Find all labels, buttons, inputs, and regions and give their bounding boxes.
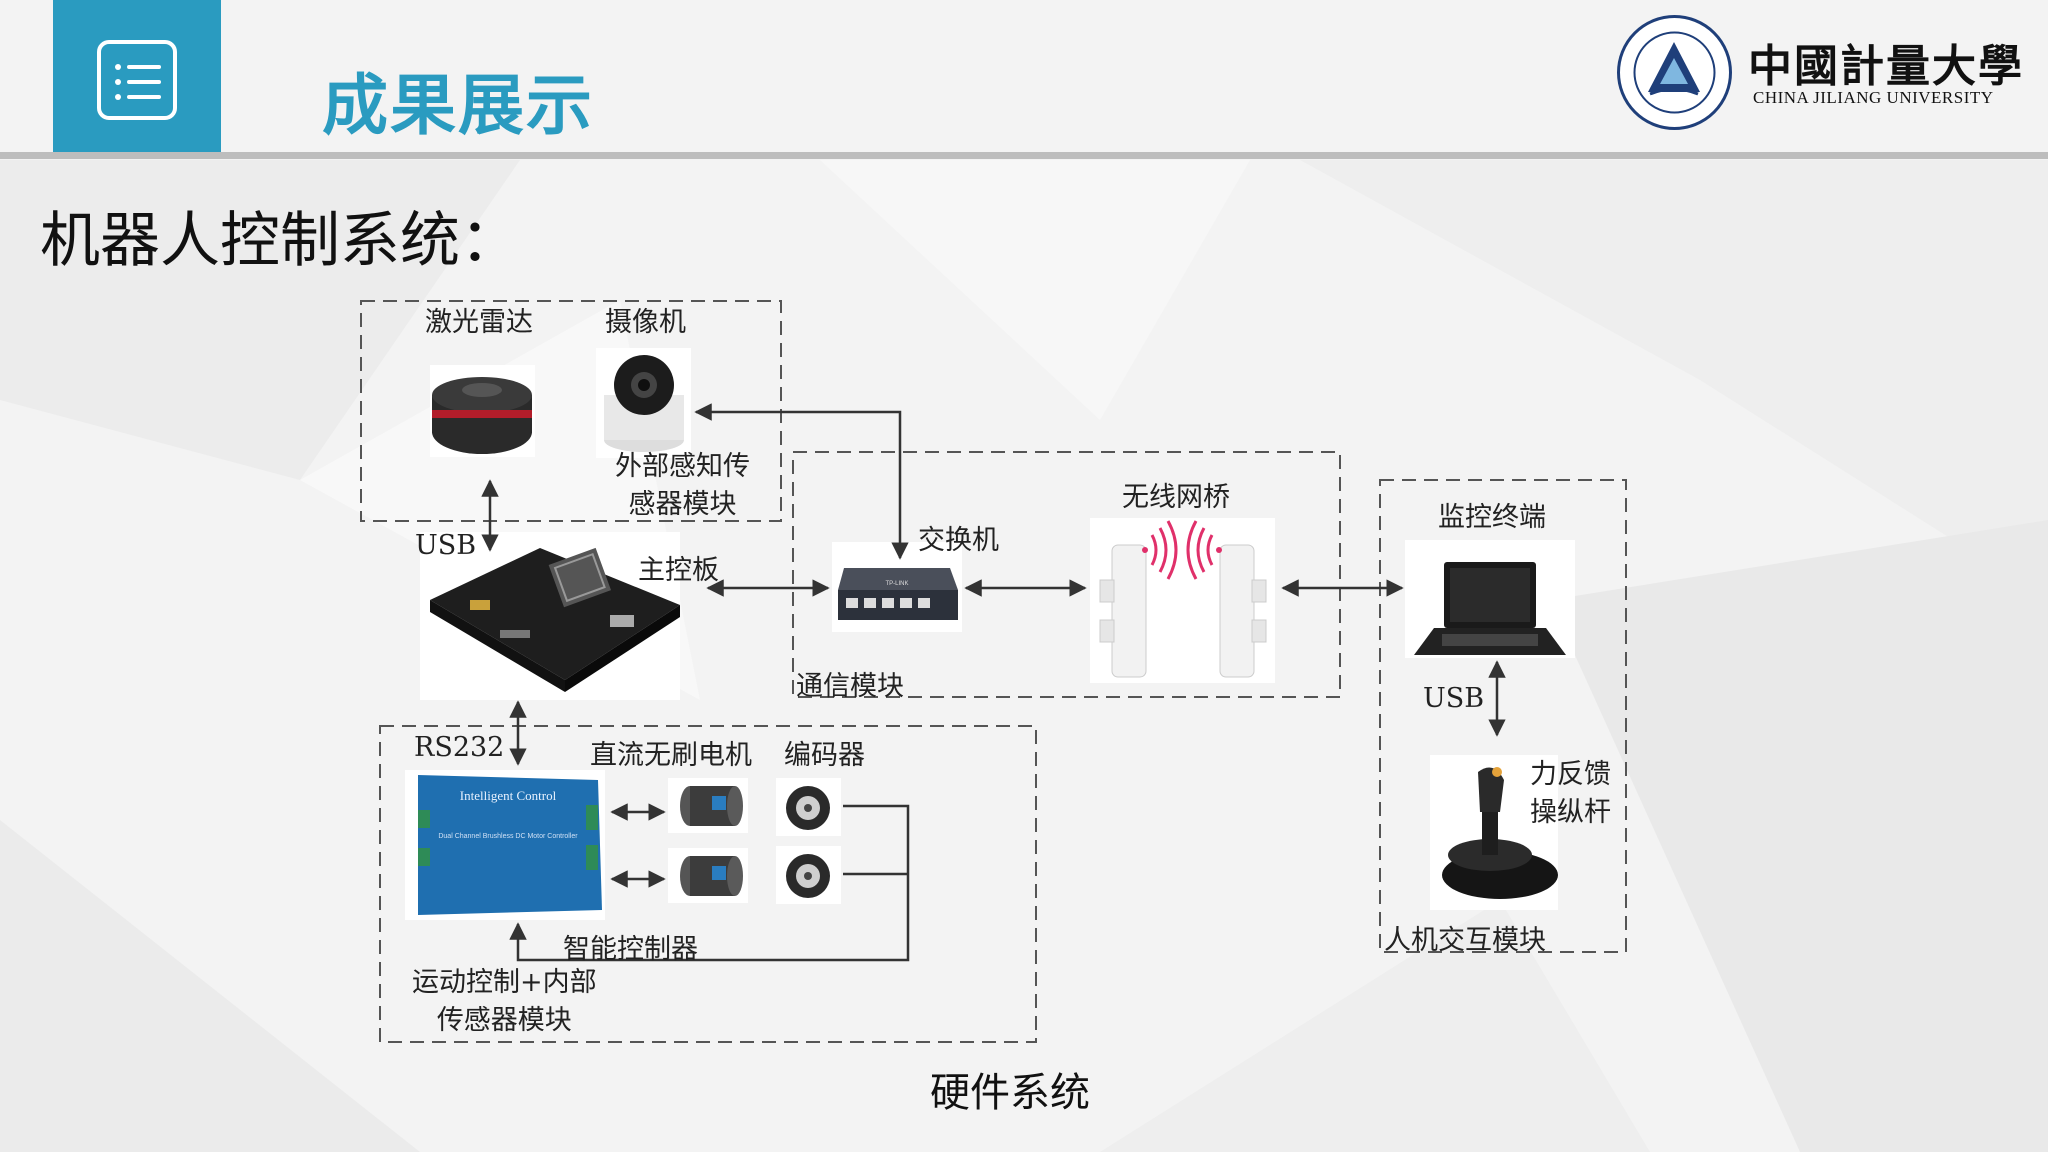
motor-image-2 [668,848,748,903]
camera-image [596,348,691,458]
list-icon [97,40,177,120]
label-comm-module: 通信模块 [796,671,904,702]
university-name-en: CHINA JILIANG UNIVERSITY [1753,88,1994,107]
label-wireless-bridge: 无线网桥 [1122,482,1230,513]
diagram-caption: 硬件系统 [930,1070,1090,1116]
wireless-bridge-image [1090,518,1275,683]
wifi-signal-icon [1150,520,1214,580]
laptop-image [1405,540,1575,658]
label-encoder: 编码器 [784,740,865,771]
arrow-switch-camera [694,403,909,560]
svg-text:TP-LINK: TP-LINK [885,581,908,587]
label-smart-controller: 智能控制器 [563,934,698,965]
university-seal-logo [1617,15,1732,130]
label-motion-line2: 传感器模块 [436,1005,572,1036]
label-monitor-terminal: 监控终端 [1438,502,1546,533]
label-usb-right: USB [1423,683,1485,714]
intelligent-controller-image: Intelligent Control Dual Channel Brushle… [405,770,605,920]
hci-module-box [1379,479,1627,953]
label-motion-line1: 运动控制+内部 [412,967,597,998]
label-rs232: RS232 [414,732,505,763]
encoder-image-1 [776,778,841,836]
label-joystick-line1: 力反馈 [1530,759,1611,790]
label-motion-control-module: 运动控制+内部 传感器模块 [412,964,597,1040]
label-mainboard: 主控板 [638,555,719,586]
motor-image-1 [668,778,748,833]
joystick-image [1430,755,1558,910]
label-joystick-line2: 操纵杆 [1530,797,1611,828]
label-external-sensor-line1: 外部感知传 [615,451,750,482]
header-title: 成果展示 [322,67,594,144]
university-name-cn: 中國計量大學 [1748,41,2024,92]
page-heading: 机器人控制系统： [40,206,520,276]
label-external-sensor-line2: 感器模块 [628,489,737,520]
label-camera: 摄像机 [605,307,686,338]
svg-text:Intelligent Control: Intelligent Control [460,788,557,803]
label-external-sensor-module: 外部感知传 感器模块 [615,448,750,524]
label-usb-top: USB [415,530,477,561]
label-dc-motor: 直流无刷电机 [590,740,752,771]
comm-module-box [792,451,1341,698]
label-joystick: 力反馈 操纵杆 [1530,756,1611,832]
label-hci-module: 人机交互模块 [1384,925,1546,956]
motion-control-box [379,725,1037,1043]
lidar-image [430,365,535,457]
header-divider [0,152,2048,159]
encoder-feedback-line [509,804,910,962]
mainboard-image [420,532,680,700]
label-switch: 交换机 [918,525,999,556]
encoder-image-2 [776,846,841,904]
svg-text:Dual Channel Brushless DC Moto: Dual Channel Brushless DC Motor Controll… [438,833,578,840]
label-lidar: 激光雷达 [425,307,533,338]
header-menu-tile [53,0,221,152]
